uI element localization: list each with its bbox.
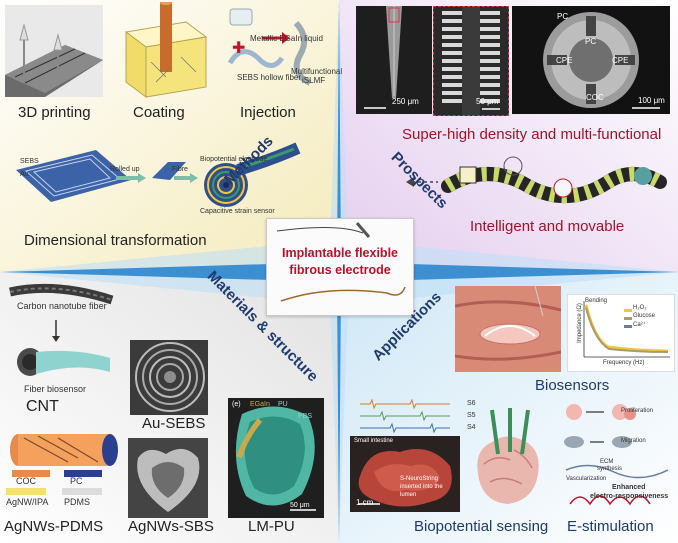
e-stimulation-label: E-stimulation [567,518,654,535]
cnt-fiber-label: Carbon nanotube fiber [17,301,107,311]
3d-printing-label: 3D printing [18,104,91,121]
intelligent-movable-label: Intelligent and movable [470,218,625,235]
egain-label: Metallic EGaIn liquid [250,34,323,43]
biopotential-signal-traces [360,398,450,434]
cnt-fiber-image [9,283,114,376]
legend-pdms: PDMS [64,497,91,507]
trace-s4: S4 [467,424,476,431]
chart-legend-ca: Ca²⁺ [633,322,646,328]
agnws-sbs-micrograph [128,438,208,518]
dimensional-transformation-label: Dimensional transformation [24,232,207,249]
pc-label-top: PC [557,12,569,21]
neurostring-label-2: inserted into the [400,484,443,490]
e-stimulation-diagram [564,404,669,506]
enhanced-label-2: electro-responsiveness [590,493,669,500]
brain-implant-image [477,408,539,504]
biopotential-sensing-label: Biopotential sensing [414,518,549,535]
coc-label: COC [586,93,604,102]
cpe-label-left: CPE [556,56,573,65]
legend-agnw-ipa: AgNW/IPA [6,497,49,507]
legend-pc: PC [70,476,83,486]
scale-250um: 250 μm [392,97,419,106]
sebs-hollow-fiber-label: SEBS hollow fiber [237,73,302,82]
pc-label-center: PC [585,37,597,46]
chart-xlabel: Frequency (Hz) [603,360,645,366]
neurostring-label-1: S-NeuroString [400,476,439,482]
trace-s6: S6 [467,400,476,407]
islmf-label: iSLMF [302,76,326,85]
dimensional-transformation-image [16,142,301,207]
ecm-label-1: ECM [600,459,614,465]
lm-pu-label: LM-PU [248,518,295,535]
lm-panel-pu: PU [278,401,288,408]
scale-1cm: 1 cm [356,498,374,507]
dim-au-label: Au [20,171,29,178]
lm-panel-scale: 50 μm [290,502,310,509]
coating-label: Coating [133,104,185,121]
vascularization-label: Vascularization [566,476,607,482]
biosensors-label: Biosensors [535,377,610,394]
center-title-line1: Implantable flexible [281,246,398,260]
3d-printing-image [5,5,103,97]
lm-panel-tag: (e) [232,401,241,408]
ecm-label-2: synthesis [597,466,623,472]
impedance-chart [567,294,675,372]
chart-ylabel: Impedance (Ω) [576,303,583,343]
small-intestine-photo [350,436,460,512]
scale-50um: 50 μm [476,97,499,106]
lm-panel-pbs: PBS [298,413,313,420]
lm-pu-micrograph [228,398,324,518]
cpe-label-right: CPE [612,56,629,65]
rolled-up-label: Rolled up [110,166,140,173]
proliferation-label: Proliferation [621,408,654,414]
cnt-label: CNT [26,398,59,415]
svg-text:✚: ✚ [232,38,245,57]
injection-label: Injection [240,104,296,121]
fiber-biosensor-label: Fiber biosensor [24,384,87,394]
multifunctional-fiber-cross-section [512,6,670,114]
chart-legend-title: Bending [585,298,608,304]
au-sebs-label: Au-SEBS [142,415,206,432]
chart-legend-glucose: Glucose [633,313,656,319]
center-electrode-photo: Implantable flexible fibrous electrode [266,218,414,316]
needle-electrode-micrograph [356,6,432,114]
migration-label: Migration [621,438,646,444]
agnws-sbs-label: AgNWs-SBS [128,518,214,535]
agnws-pdms-label: AgNWs-PDMS [4,518,104,535]
legend-coc: COC [16,476,36,486]
scale-100um: 100 μm [638,96,665,105]
fibre-label: Fibre [172,166,188,173]
agnws-pdms-image [10,434,118,477]
center-title-line2: fibrous electrode [289,263,391,277]
electrode-array-micrograph [433,6,509,116]
trace-s5: S5 [467,412,476,419]
injection-image: ✚ [227,8,312,86]
intelligent-movable-image [406,156,667,203]
super-high-density-label: Super-high density and multi-functional [402,126,662,143]
multifunctional-label: Multifunctional [291,67,343,76]
small-intestine-label: Small intestine [354,438,394,444]
dim-sebs-label: SEBS [20,158,39,165]
lm-panel-egain: EGaIn [250,401,270,408]
au-sebs-micrograph [130,340,208,415]
coating-image [124,2,208,98]
biosensor-implant-photo [455,286,561,372]
chart-legend-h2o2: H₂O₂ [633,305,647,311]
neurostring-label-3: lumen [400,492,417,498]
enhanced-label-1: Enhanced [612,484,646,491]
capacitive-strain-sensor-label: Capacitive strain sensor [200,208,275,215]
legend-bars-lower [6,488,102,495]
biopotential-electrode-label: Biopotential electrode [200,156,268,163]
